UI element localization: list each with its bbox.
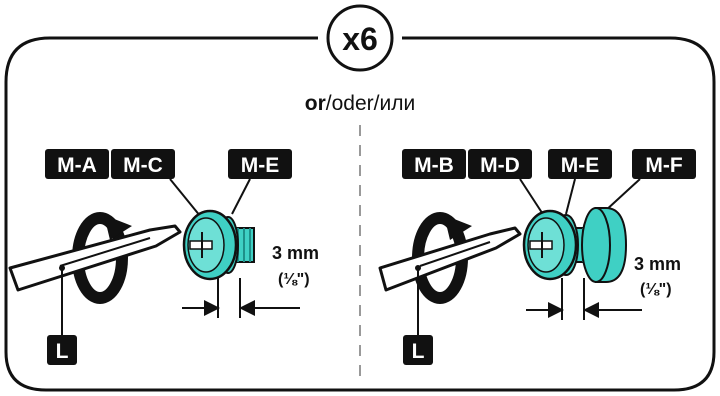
quantity-badge: x6 xyxy=(326,4,394,72)
alternative-rest: /oder/или xyxy=(326,92,415,115)
tag-m-d: M-D xyxy=(468,149,532,179)
bolt-spacer-icon xyxy=(522,207,628,283)
screwdriver-icon-right xyxy=(378,226,522,292)
tag-m-e-right: M-E xyxy=(548,149,612,179)
svg-text:M-D: M-D xyxy=(480,154,520,177)
gap-value-right: 3 mm xyxy=(634,254,681,274)
svg-text:M-A: M-A xyxy=(57,154,97,177)
leader-m-e-right xyxy=(565,178,576,215)
screwdriver-icon xyxy=(8,224,182,292)
tag-m-f: M-F xyxy=(632,149,696,179)
alternative-label: or/oder/или xyxy=(305,92,415,115)
svg-text:M-E: M-E xyxy=(241,154,280,177)
tag-l: L xyxy=(47,335,77,365)
svg-text:L: L xyxy=(56,340,69,363)
quantity-text: x6 xyxy=(342,21,378,57)
tag-m-b: M-B xyxy=(402,149,466,179)
svg-text:M-C: M-C xyxy=(123,154,163,177)
svg-text:M-E: M-E xyxy=(561,154,600,177)
tag-m-e: M-E xyxy=(228,149,292,179)
gap-value: 3 mm xyxy=(272,243,319,263)
svg-text:M-F: M-F xyxy=(645,154,682,177)
gap-inch-right: (⅛") xyxy=(640,281,672,298)
leader-m-e xyxy=(231,178,251,215)
svg-text:M-B: M-B xyxy=(414,154,454,177)
leader-m-f xyxy=(603,178,641,213)
tag-m-c: M-C xyxy=(111,149,175,179)
alternative-bold: or xyxy=(305,92,326,115)
panel-frame xyxy=(4,36,716,392)
gap-inch: (⅛") xyxy=(278,271,310,288)
tag-m-a: M-A xyxy=(45,149,109,179)
left-panel: M-A M-C M-E L xyxy=(8,149,319,365)
tag-l-right: L xyxy=(403,335,433,365)
svg-text:L: L xyxy=(412,340,425,363)
bolt-icon xyxy=(182,209,255,281)
right-panel: M-B M-D M-E M-F L xyxy=(378,149,696,365)
